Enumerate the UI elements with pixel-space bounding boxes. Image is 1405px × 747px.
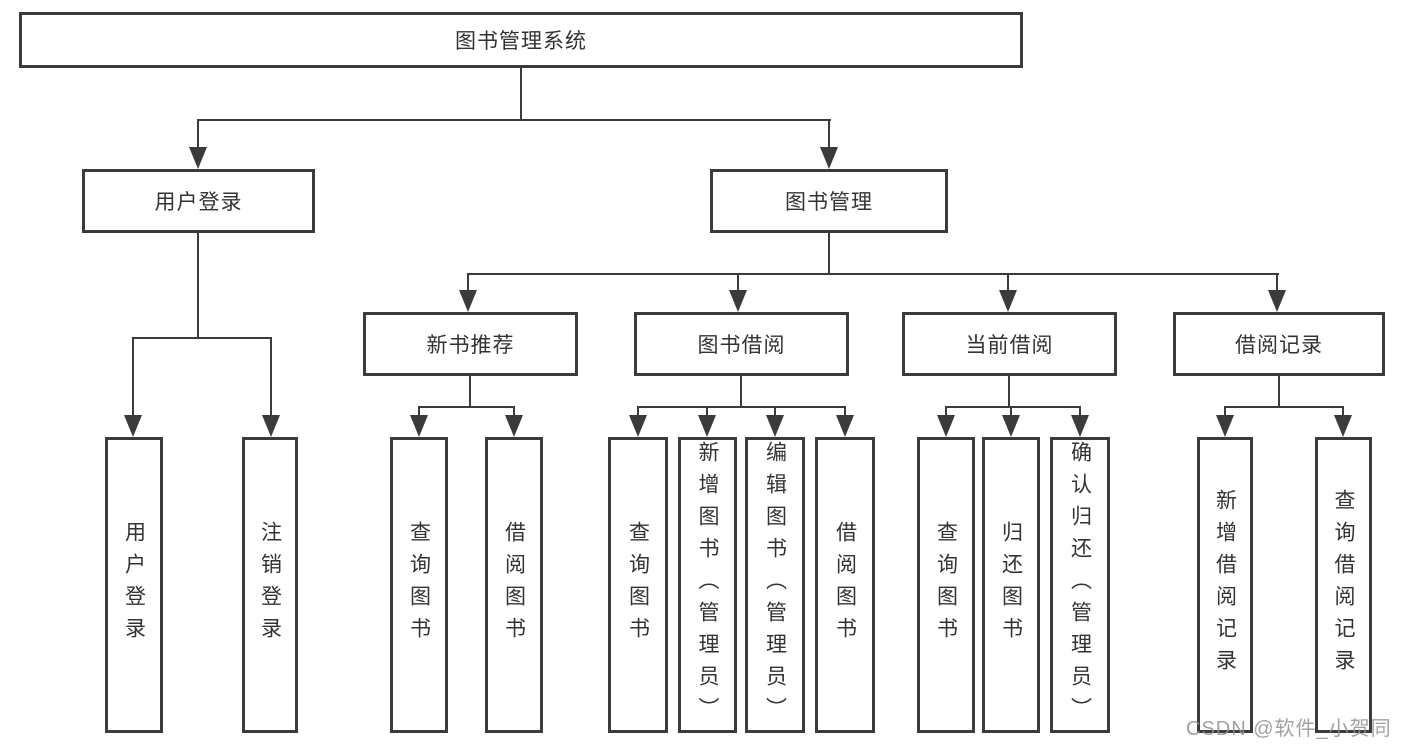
- leaf-user-login: 用户登录: [105, 437, 163, 733]
- leaf-query-books-2-label: 查询图书: [626, 521, 650, 649]
- node-borrowing-records-label: 借阅记录: [1235, 334, 1323, 357]
- arrow-to-leaf-add-borrow-record: [1216, 407, 1234, 437]
- leaf-borrow-books-1: 借阅图书: [485, 437, 543, 733]
- arrow-to-leaf-query-borrow-record: [1334, 407, 1352, 437]
- leaf-user-login-label: 用户登录: [122, 521, 146, 649]
- connector-book-management-stem: [828, 233, 830, 274]
- arrow-to-current-borrowing: [999, 274, 1017, 312]
- node-library-system: 图书管理系统: [19, 12, 1023, 68]
- connector-user-login-hline: [132, 337, 272, 339]
- connector-book-borrowing-hline: [637, 406, 846, 408]
- leaf-add-books-admin-label: 新增图书（管理员）: [696, 441, 719, 729]
- node-book-borrowing: 图书借阅: [634, 312, 849, 376]
- leaf-add-books-admin: 新增图书（管理员）: [678, 437, 737, 733]
- watermark: CSDN @软件_小贺同学: [1186, 718, 1392, 740]
- leaf-borrow-books-2-label: 借阅图书: [833, 521, 857, 649]
- connector-level3-hline: [467, 273, 1279, 275]
- connector-current-borrowing-hline: [945, 406, 1081, 408]
- node-new-book-recommend-label: 新书推荐: [426, 334, 515, 357]
- leaf-borrow-books-1-label: 借阅图书: [502, 521, 526, 649]
- leaf-logout-label: 注销登录: [258, 521, 282, 649]
- leaf-query-books-3: 查询图书: [917, 437, 975, 733]
- leaf-query-books-1: 查询图书: [390, 437, 448, 733]
- arrow-to-borrowing-records: [1268, 274, 1286, 312]
- arrow-to-leaf-add-books: [698, 407, 716, 437]
- arrow-to-leaf-query-books-1: [410, 407, 428, 437]
- arrow-to-user-login: [189, 120, 207, 169]
- leaf-edit-books-admin-label: 编辑图书（管理员）: [763, 441, 787, 729]
- leaf-borrow-books-2: 借阅图书: [815, 437, 875, 733]
- arrow-to-leaf-logout: [262, 338, 280, 437]
- connector-new-book-recommend-hline: [418, 406, 515, 408]
- arrow-to-leaf-user-login: [124, 338, 142, 437]
- leaf-logout: 注销登录: [242, 437, 298, 733]
- arrow-to-leaf-borrow-books-1: [505, 407, 523, 437]
- leaf-return-books: 归还图书: [982, 437, 1040, 733]
- arrow-to-leaf-return-books: [1002, 407, 1020, 437]
- leaf-confirm-return-admin: 确认归还（管理员）: [1050, 437, 1110, 733]
- node-borrowing-records: 借阅记录: [1173, 312, 1385, 376]
- leaf-query-books-1-label: 查询图书: [407, 521, 431, 649]
- node-user-login-label: 用户登录: [154, 191, 243, 214]
- node-current-borrowing: 当前借阅: [902, 312, 1117, 376]
- leaf-query-books-3-label: 查询图书: [934, 521, 958, 649]
- leaf-add-borrow-record: 新增借阅记录: [1197, 437, 1253, 733]
- arrow-to-new-book-recommend: [459, 274, 477, 312]
- connector-new-book-recommend-stem: [469, 376, 471, 407]
- arrow-to-leaf-query-books-3: [937, 407, 955, 437]
- leaf-add-borrow-record-label: 新增借阅记录: [1213, 489, 1237, 681]
- arrow-to-book-borrowing: [729, 274, 747, 312]
- arrow-to-leaf-edit-books: [766, 407, 784, 437]
- arrow-to-book-management: [820, 120, 838, 169]
- node-book-borrowing-label: 图书借阅: [697, 334, 786, 357]
- connector-current-borrowing-stem: [1008, 376, 1010, 407]
- node-current-borrowing-label: 当前借阅: [965, 334, 1054, 357]
- connector-level1-hline: [197, 119, 831, 121]
- node-book-management-label: 图书管理: [785, 191, 873, 214]
- leaf-query-borrow-record: 查询借阅记录: [1315, 437, 1372, 733]
- leaf-query-books-2: 查询图书: [608, 437, 668, 733]
- connector-user-login-stem: [197, 233, 199, 338]
- connector-borrowing-records-stem: [1278, 376, 1280, 407]
- connector-borrowing-records-hline: [1224, 406, 1344, 408]
- node-new-book-recommend: 新书推荐: [363, 312, 578, 376]
- leaf-query-borrow-record-label: 查询借阅记录: [1332, 489, 1355, 681]
- leaf-return-books-label: 归还图书: [999, 521, 1023, 649]
- leaf-edit-books-admin: 编辑图书（管理员）: [745, 437, 805, 733]
- arrow-to-leaf-query-books-2: [629, 407, 647, 437]
- leaf-confirm-return-admin-label: 确认归还（管理员）: [1068, 441, 1092, 729]
- connector-root-stem: [520, 68, 522, 120]
- arrow-to-leaf-borrow-books-2: [836, 407, 854, 437]
- node-book-management: 图书管理: [710, 169, 948, 233]
- node-library-system-label: 图书管理系统: [455, 30, 587, 53]
- node-user-login: 用户登录: [82, 169, 315, 233]
- arrow-to-leaf-confirm-return: [1071, 407, 1089, 437]
- connector-book-borrowing-stem: [740, 376, 742, 407]
